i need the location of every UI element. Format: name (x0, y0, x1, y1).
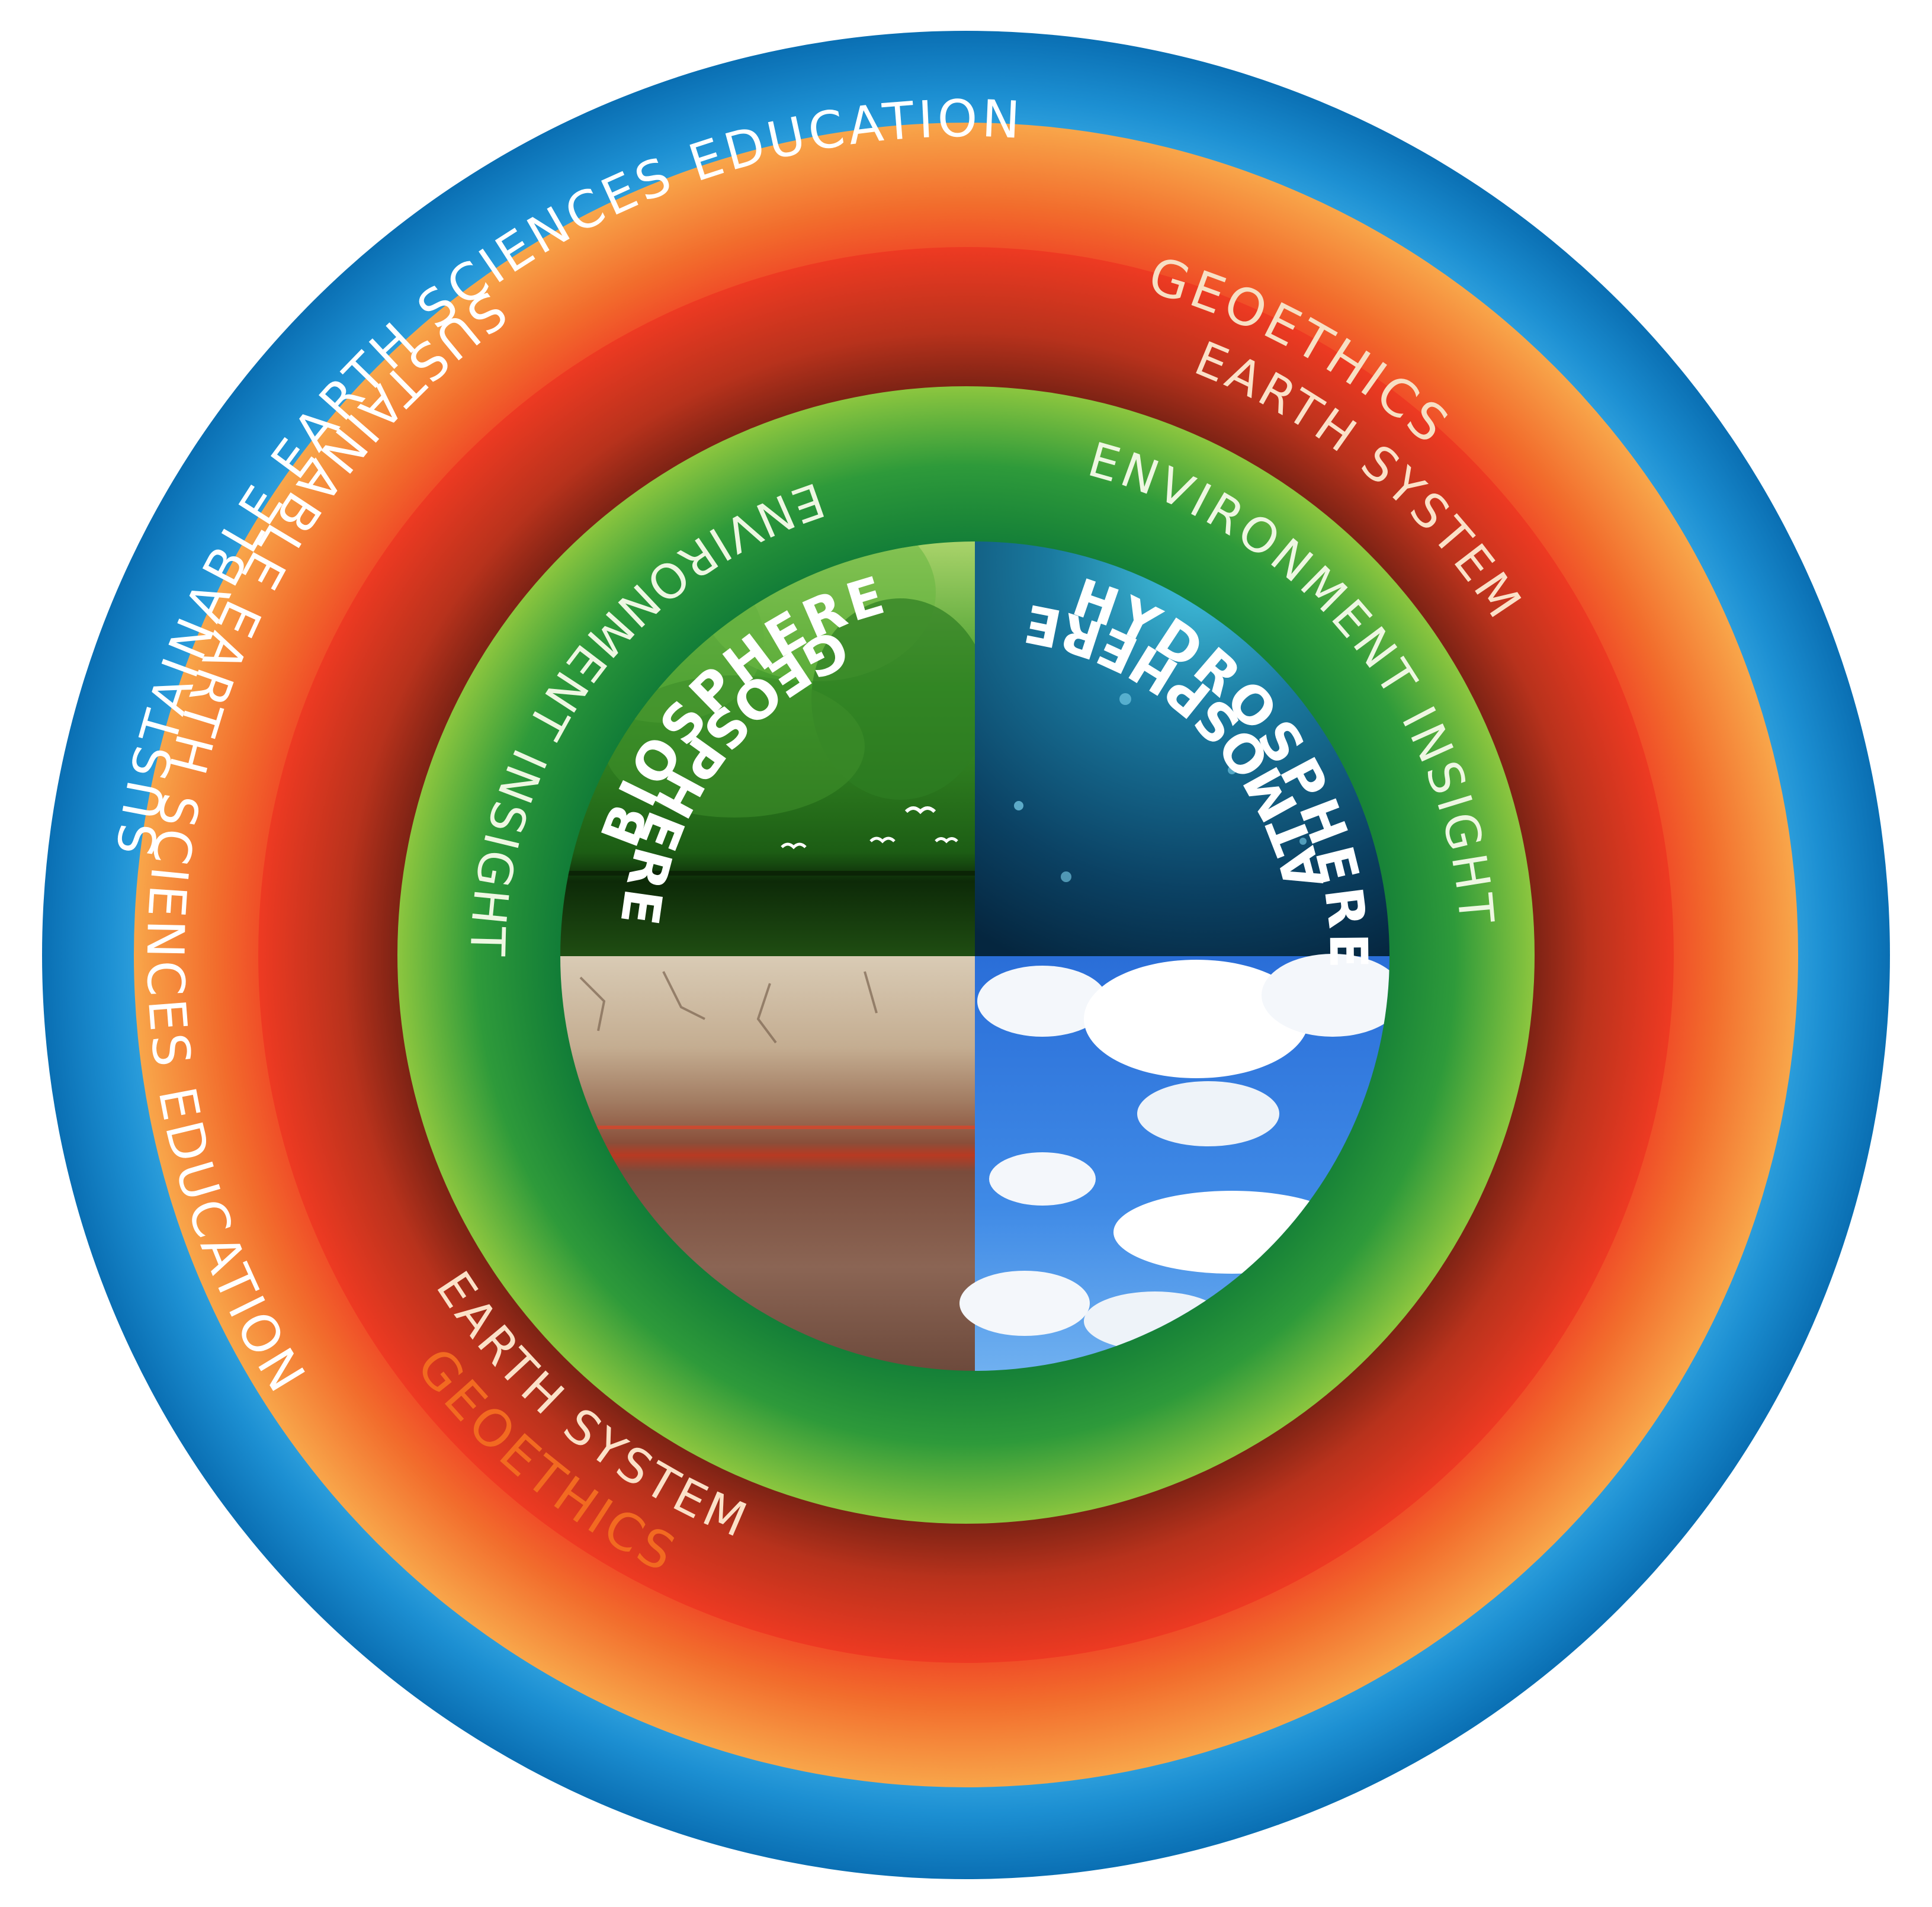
atmosphere-photo (959, 954, 1389, 1371)
